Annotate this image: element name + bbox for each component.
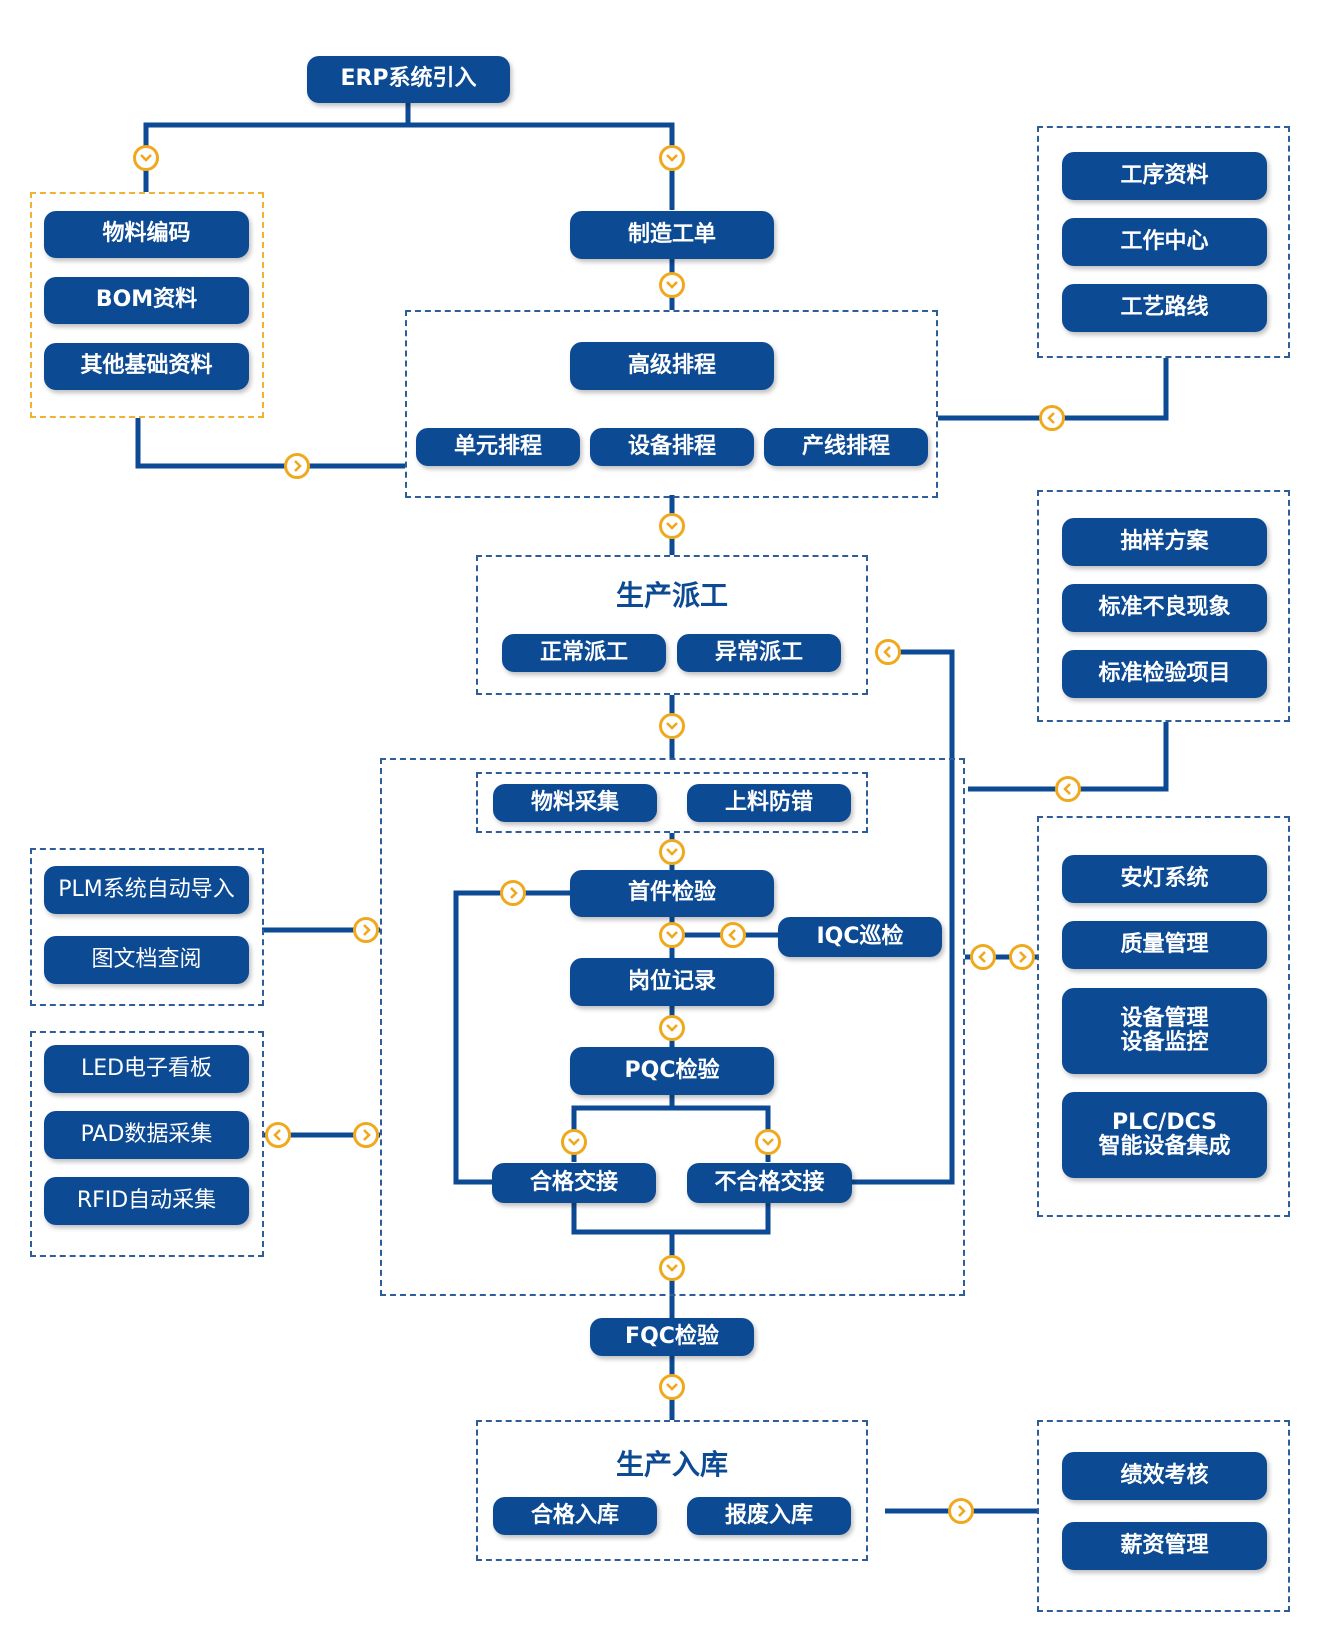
chevron-left-icon <box>970 944 996 970</box>
sampling-node[interactable]: 抽样方案 <box>1062 518 1267 566</box>
dispatch-title: 生产派工 <box>615 579 728 612</box>
pad-node[interactable]: PAD数据采集 <box>44 1111 249 1159</box>
iqc-node[interactable]: IQC巡检 <box>778 917 942 957</box>
chevron-down-icon <box>755 1129 781 1155</box>
fqc-node[interactable]: FQC检验 <box>590 1318 754 1356</box>
chevron-right-icon <box>1009 944 1035 970</box>
equip-mgmt-node[interactable]: 设备管理 设备监控 <box>1062 988 1267 1074</box>
post-record-node[interactable]: 岗位记录 <box>570 958 774 1006</box>
routing-frame <box>1037 126 1290 358</box>
scrap-in-node[interactable]: 报废入库 <box>687 1497 851 1535</box>
chevron-down-icon <box>659 1015 685 1041</box>
process-data-node[interactable]: 工序资料 <box>1062 152 1267 200</box>
warehouse-title: 生产入库 <box>615 1448 728 1481</box>
chevron-left-icon <box>875 639 901 665</box>
chevron-down-icon <box>561 1129 587 1155</box>
pqc-node[interactable]: PQC检验 <box>570 1047 774 1095</box>
line-fail-loop <box>852 649 955 1185</box>
inspect-std-node[interactable]: 标准检验项目 <box>1062 650 1267 698</box>
aps-node[interactable]: 高级排程 <box>570 342 774 390</box>
chevron-down-icon <box>659 922 685 948</box>
work-center-node[interactable]: 工作中心 <box>1062 218 1267 266</box>
route-node[interactable]: 工艺路线 <box>1062 284 1267 332</box>
payroll-node[interactable]: 薪资管理 <box>1062 1522 1267 1570</box>
rfid-node[interactable]: RFID自动采集 <box>44 1177 249 1225</box>
line-erp-split <box>143 103 411 192</box>
chevron-left-icon <box>265 1122 291 1148</box>
chevron-down-icon <box>659 272 685 298</box>
equip-mgmt-line-1: 设备管理 <box>1120 1005 1209 1031</box>
chevron-down-icon <box>659 839 685 865</box>
fail-handover-node[interactable]: 不合格交接 <box>687 1163 852 1203</box>
kpi-node[interactable]: 绩效考核 <box>1062 1452 1267 1500</box>
pass-in-node[interactable]: 合格入库 <box>493 1497 657 1535</box>
first-article-node[interactable]: 首件检验 <box>570 870 774 917</box>
execution-frame <box>380 758 965 1296</box>
chevron-left-icon <box>720 922 746 948</box>
bom-node[interactable]: BOM资料 <box>44 277 249 324</box>
andon-node[interactable]: 安灯系统 <box>1062 855 1267 903</box>
chevron-right-icon <box>284 453 310 479</box>
feed-error-node[interactable]: 上料防错 <box>687 784 851 822</box>
other-base-node[interactable]: 其他基础资料 <box>44 343 249 390</box>
plc-node[interactable]: PLC/DCS 智能设备集成 <box>1062 1092 1267 1178</box>
chevron-down-icon <box>659 1374 685 1400</box>
hr-frame <box>1037 1420 1290 1612</box>
plc-line-2: 智能设备集成 <box>1098 1134 1231 1159</box>
mo-node[interactable]: 制造工单 <box>570 211 774 259</box>
chevron-right-icon <box>948 1498 974 1524</box>
line-erp-right <box>408 122 675 210</box>
plc-line-1: PLC/DCS <box>1112 1109 1217 1135</box>
plm-node[interactable]: PLM系统自动导入 <box>44 866 249 914</box>
chevron-down-icon <box>659 513 685 539</box>
line-sched-node[interactable]: 产线排程 <box>764 428 928 466</box>
unit-sched-node[interactable]: 单元排程 <box>416 428 580 466</box>
quality-std-frame <box>1037 490 1290 722</box>
material-collect-frame <box>476 772 868 833</box>
erp-node[interactable]: ERP系统引入 <box>307 56 510 103</box>
chevron-left-icon <box>1055 776 1081 802</box>
chevron-down-icon <box>133 145 159 171</box>
chevron-down-icon <box>659 1255 685 1281</box>
equip-sched-node[interactable]: 设备排程 <box>590 428 754 466</box>
chevron-right-icon <box>353 917 379 943</box>
terminal-frame <box>30 1031 264 1257</box>
warehouse-frame <box>476 1420 868 1561</box>
dispatch-frame <box>476 555 868 695</box>
material-collect-node[interactable]: 物料采集 <box>493 784 657 822</box>
led-node[interactable]: LED电子看板 <box>44 1045 249 1093</box>
line-base-to-sched <box>135 418 405 469</box>
equip-mgmt-line-2: 设备监控 <box>1120 1030 1209 1055</box>
plm-frame <box>30 848 264 1006</box>
scheduling-frame <box>405 310 938 498</box>
base-data-frame <box>30 192 264 418</box>
chevron-down-icon <box>659 145 685 171</box>
chevron-right-icon <box>500 880 526 906</box>
line-routing-to-sched <box>938 358 1169 421</box>
defect-std-node[interactable]: 标准不良现象 <box>1062 584 1267 632</box>
equipment-frame <box>1037 816 1290 1217</box>
chevron-right-icon <box>353 1122 379 1148</box>
doc-view-node[interactable]: 图文档查阅 <box>44 936 249 984</box>
normal-dispatch-node[interactable]: 正常派工 <box>502 634 666 672</box>
material-code-node[interactable]: 物料编码 <box>44 211 249 258</box>
abnormal-dispatch-node[interactable]: 异常派工 <box>677 634 841 672</box>
line-quality-std <box>968 722 1169 792</box>
chevron-down-icon <box>659 713 685 739</box>
pass-handover-node[interactable]: 合格交接 <box>492 1163 656 1203</box>
quality-node[interactable]: 质量管理 <box>1062 921 1267 969</box>
chevron-left-icon <box>1039 405 1065 431</box>
